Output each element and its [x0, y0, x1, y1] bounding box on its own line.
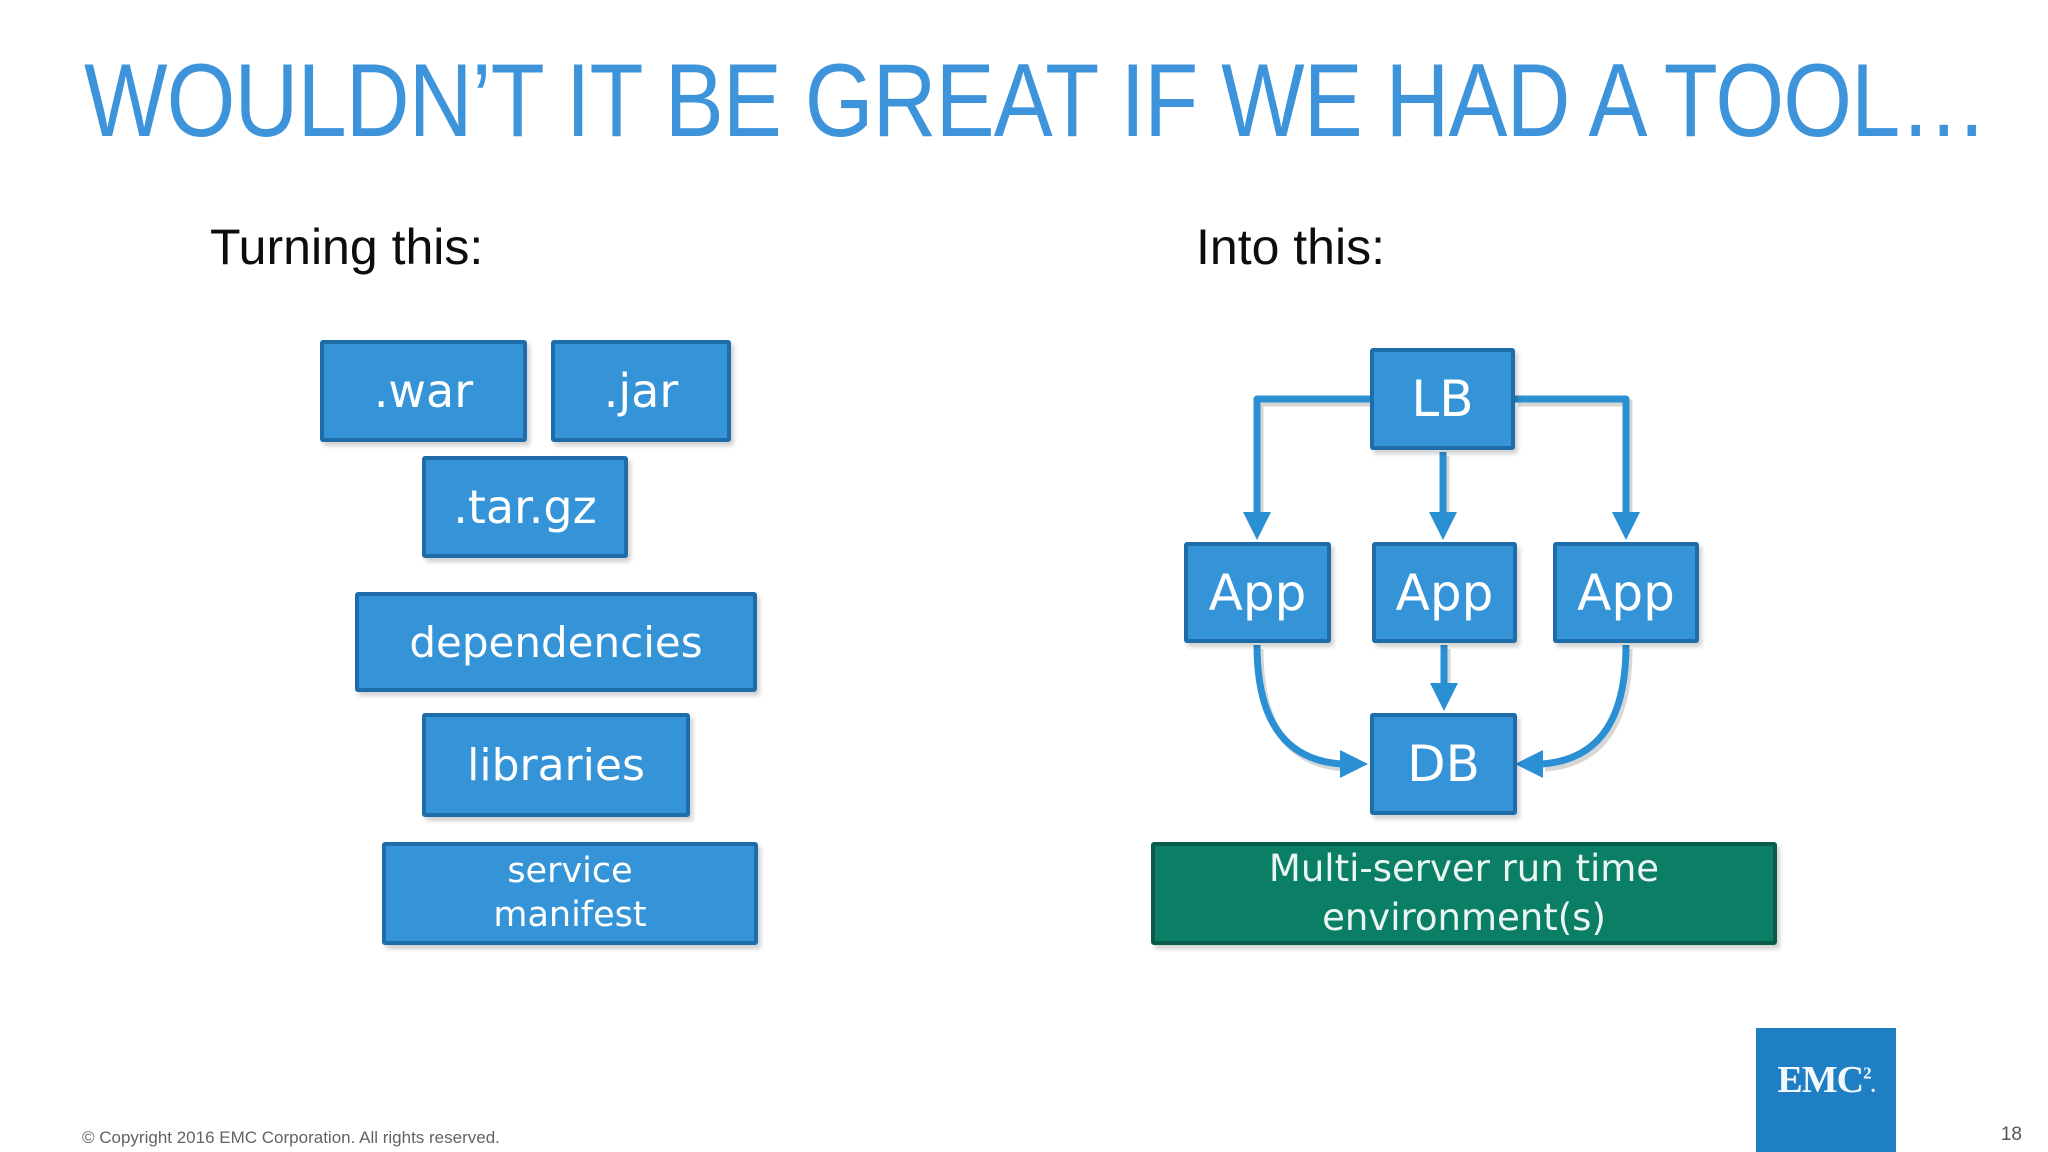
- emc-logo-text: EMC2.: [1777, 1058, 1876, 1102]
- box-targz: .tar.gz: [422, 456, 628, 558]
- slide-title: WOULDN’T IT BE GREAT IF WE HAD A TOOL…: [84, 43, 1988, 159]
- box-jar: .jar: [551, 340, 731, 442]
- emc-dot: .: [1870, 1075, 1876, 1097]
- right-panel-label: Into this:: [1196, 219, 1385, 275]
- right-app-to-db-arrow: [1515, 644, 1630, 778]
- box-dependencies: dependencies: [355, 592, 757, 692]
- page-number: 18: [2000, 1124, 2022, 1145]
- middle-app-to-db-arrow: [1430, 645, 1458, 711]
- node-db: DB: [1370, 713, 1517, 815]
- node-app-1: App: [1184, 542, 1331, 643]
- box-libraries: libraries: [422, 713, 690, 817]
- copyright-text: © Copyright 2016 EMC Corporation. All ri…: [82, 1128, 500, 1147]
- node-app-3: App: [1553, 542, 1699, 643]
- lb-to-middle-app-arrow: [1429, 452, 1457, 540]
- lb-to-right-app-arrow: [1515, 395, 1640, 540]
- box-service-manifest: service manifest: [382, 842, 758, 945]
- emc-exponent: 2: [1863, 1063, 1871, 1083]
- node-app-2: App: [1372, 542, 1517, 643]
- lb-to-left-app-arrow: [1243, 395, 1370, 540]
- emc-logo: EMC2.: [1756, 1028, 1896, 1152]
- left-app-to-db-arrow: [1253, 644, 1368, 778]
- left-panel-label: Turning this:: [210, 219, 484, 275]
- result-box: Multi-server run time environment(s): [1151, 842, 1777, 945]
- box-war: .war: [320, 340, 527, 442]
- emc-brand: EMC: [1777, 1059, 1864, 1101]
- node-lb: LB: [1370, 348, 1515, 450]
